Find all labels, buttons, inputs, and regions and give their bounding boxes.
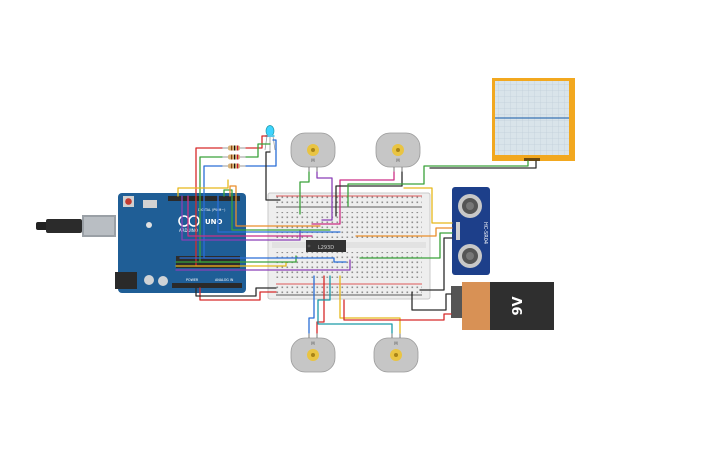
wire-yellow-pin[interactable] bbox=[177, 179, 229, 197]
battery-label: 9V bbox=[511, 296, 526, 315]
wire-black-battery[interactable] bbox=[411, 291, 452, 311]
dc-power-jack bbox=[115, 272, 137, 289]
wire-black-sensor[interactable] bbox=[419, 237, 453, 291]
usb-cable bbox=[46, 219, 82, 233]
bottom-power-rail[interactable] bbox=[276, 284, 422, 294]
dc-motor-1[interactable]: M bbox=[290, 132, 336, 172]
wire-green-led[interactable] bbox=[245, 143, 271, 158]
wire-yellow-lower[interactable] bbox=[175, 261, 287, 267]
wire-green-sensor[interactable] bbox=[359, 232, 453, 259]
breadboard[interactable] bbox=[267, 192, 431, 300]
chip-label: L293D bbox=[318, 245, 334, 251]
dc-motor-3[interactable]: M bbox=[290, 333, 336, 373]
motor-3-label: M bbox=[311, 341, 315, 346]
wire-black-led-ground[interactable] bbox=[265, 151, 281, 201]
wire-blue-pin[interactable] bbox=[217, 195, 341, 233]
battery-terminals bbox=[451, 286, 464, 318]
dc-motor-4[interactable]: M bbox=[373, 333, 419, 373]
wire-yellow-sensor[interactable] bbox=[403, 187, 453, 224]
power-analog-pin-header[interactable] bbox=[172, 283, 242, 288]
wire-green-pin[interactable] bbox=[223, 189, 331, 231]
wire-purple-lower[interactable] bbox=[175, 259, 351, 271]
wire-blue-motor-3[interactable] bbox=[308, 275, 315, 334]
wire-red-battery[interactable] bbox=[343, 299, 452, 321]
dc-motor-2[interactable]: M bbox=[375, 132, 421, 172]
wire-red-motor-3[interactable] bbox=[316, 275, 325, 334]
wire-yellow-motor-4[interactable] bbox=[339, 275, 401, 334]
wire-black-gnd[interactable] bbox=[195, 287, 277, 297]
wire-red-led[interactable] bbox=[245, 135, 268, 149]
usb-cable-plug bbox=[36, 222, 48, 230]
wire-orange-pin[interactable] bbox=[229, 185, 321, 227]
rgb-led[interactable] bbox=[264, 125, 276, 153]
wire-black-motor-2[interactable] bbox=[335, 171, 403, 217]
wire-green-motor-1[interactable] bbox=[299, 171, 310, 215]
wire-teal-motor-4[interactable] bbox=[317, 275, 393, 334]
wire-blue-led[interactable] bbox=[245, 139, 277, 167]
wire-magenta-pin[interactable] bbox=[187, 195, 313, 237]
wire-black-oscilloscope[interactable] bbox=[429, 160, 537, 169]
power-pins-label: POWER bbox=[186, 278, 199, 282]
ultrasonic-sensor[interactable]: HC-SR04 bbox=[452, 187, 490, 275]
wire-purple-pin[interactable] bbox=[181, 195, 301, 241]
lower-terminal-strip[interactable] bbox=[276, 252, 422, 278]
wire-magenta-motor-2[interactable] bbox=[311, 171, 395, 225]
top-power-rail[interactable] bbox=[276, 196, 422, 206]
motor-driver-chip[interactable]: L293D bbox=[306, 240, 346, 252]
sensor-label: HC-SR04 bbox=[482, 222, 488, 244]
oscilloscope[interactable] bbox=[492, 78, 575, 161]
battery-9v[interactable]: 9V bbox=[451, 282, 554, 330]
resistor-1[interactable] bbox=[222, 145, 246, 151]
motor-1-label: M bbox=[311, 158, 315, 163]
wire-green-oscilloscope[interactable] bbox=[347, 160, 529, 207]
board-model-label: UNO bbox=[205, 218, 223, 226]
motor-4-label: M bbox=[394, 341, 398, 346]
wire-orange-sensor[interactable] bbox=[355, 227, 453, 237]
upper-terminal-strip[interactable] bbox=[276, 212, 422, 238]
wire-blue-lower[interactable] bbox=[179, 257, 347, 263]
wires[interactable] bbox=[175, 135, 537, 334]
digital-pins-label: DIGITAL (PWM~) bbox=[198, 208, 225, 212]
motor-2-label: M bbox=[396, 158, 400, 163]
arduino-board[interactable]: UNO ARDUINO DIGITAL (PWM~) POWER ANALOG … bbox=[36, 193, 246, 293]
analog-pins-label: ANALOG IN bbox=[215, 278, 234, 282]
wire-purple-motor-1[interactable] bbox=[316, 171, 333, 221]
resistor-3[interactable] bbox=[222, 163, 246, 169]
resistor-2[interactable] bbox=[222, 154, 246, 160]
